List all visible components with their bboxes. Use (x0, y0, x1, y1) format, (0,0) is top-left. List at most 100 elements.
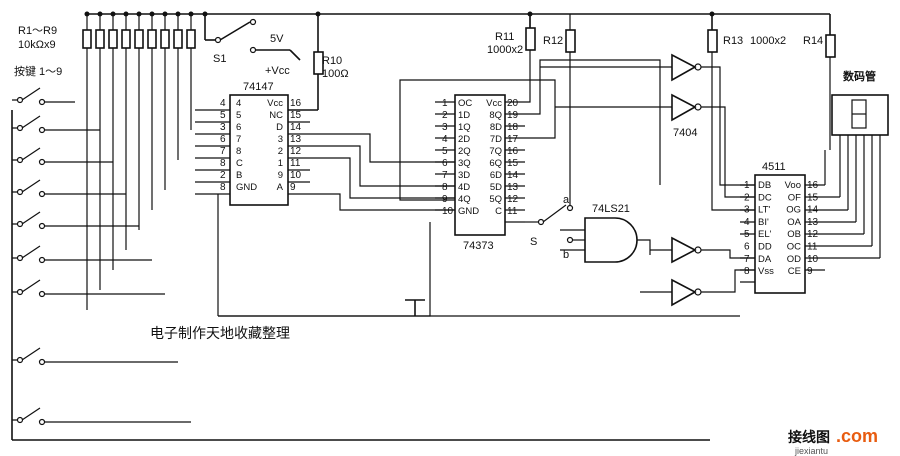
ic-74373-right-pin-label: 5Q (489, 194, 502, 205)
ic-74147-left-pin-number: 4 (220, 98, 226, 109)
ic-74147-right-pin-number: 10 (290, 170, 302, 181)
ic-4511-left-pin-label: EL' (758, 229, 772, 240)
label-5v: 5V (270, 33, 284, 45)
resistor-bank-r1-r9 (82, 11, 715, 310)
label-r1-r9: R1～R9 (18, 25, 57, 37)
ic-74147-right-pin-number: 13 (290, 134, 302, 145)
label-r11-value: 1000x2 (487, 44, 523, 56)
labels: R1～R9 10kΩx9 按键 1～9 S1 5V +Vcc R10 100Ω … (14, 25, 876, 341)
ic-74373-left-pin-label: 2D (458, 134, 470, 145)
ic-4511-right-pin-number: 16 (807, 180, 819, 191)
ic-4511 (740, 135, 881, 294)
ic-74373-left-pin-label: 1Q (458, 122, 471, 133)
ic-74147-right-pin-number: 16 (290, 98, 302, 109)
ic-4511-left-pin-number: 4 (744, 217, 750, 228)
ic-74373-right-pin-label: 6D (490, 170, 502, 181)
logo-com: .com (836, 426, 878, 446)
ic-74373-right-pin-label: Vcc (486, 98, 502, 109)
ic-4511-right-pin-number: 15 (807, 192, 819, 203)
label-74373: 74373 (463, 240, 494, 252)
ic-74373-left-pin-number: 4 (442, 134, 448, 145)
ic-4511-left-pin-label: Vss (758, 266, 774, 277)
ic-74373-left-pin-number: 9 (442, 194, 448, 205)
ic-74373-left-pin-number: 3 (442, 122, 448, 133)
ic-74373-left-pin-label: 3D (458, 170, 470, 181)
ic-74147-right-pin-number: 12 (290, 146, 302, 157)
ic-4511-left-pin-label: DC (758, 192, 772, 203)
ic-74373-left-pin-number: 1 (442, 98, 448, 109)
label-s: S (530, 236, 537, 248)
label-r11: R11 (495, 31, 514, 43)
ic-4511-right-pin-number: 13 (807, 217, 819, 228)
logo-text: 接线图 (788, 429, 830, 445)
ic-4511-right-pin-number: 12 (807, 229, 819, 240)
label-b: b (563, 249, 569, 261)
inverters-7404 (540, 53, 755, 307)
ic-74147-left-pin-label: 5 (236, 110, 241, 121)
ic-4511-right-pin-label: OB (787, 229, 801, 240)
ic-74147-right-pin-number: 11 (290, 158, 301, 169)
ic-74373-left-pin-number: 6 (442, 158, 448, 169)
key-switches (11, 87, 710, 441)
ic-74373-right-pin-label: 6Q (489, 158, 502, 169)
ic-74147-left-pin-number: 6 (220, 134, 226, 145)
ic-74373-right-pin-number: 12 (507, 194, 519, 205)
ic-74147 (195, 94, 455, 316)
label-4511: 4511 (762, 161, 786, 173)
ic-4511-right-pin-number: 10 (807, 254, 819, 265)
ic-74373-right-pin-number: 19 (507, 110, 519, 121)
ic-74147-right-pin-label: D (276, 122, 283, 133)
label-r13-value: 1000x2 (750, 35, 786, 47)
ic-74373-right-pin-label: 5D (490, 182, 502, 193)
seven-segment-display (831, 94, 889, 136)
ic-74147-left-pin-label: C (236, 158, 243, 169)
ic-74147-left-pin-number: 7 (220, 146, 226, 157)
ic-74147-right-pin-number: 14 (290, 122, 302, 133)
switch-s1 (205, 18, 301, 61)
ic-74373-right-pin-label: 7Q (489, 146, 502, 157)
ic-74373-left-pin-label: 1D (458, 110, 470, 121)
ic-74147-right-pin-number: 9 (290, 182, 296, 193)
ic-74147-left-pin-label: 4 (236, 98, 241, 109)
ic-74373-left-pin-label: OC (458, 98, 472, 109)
ic-4511-left-pin-number: 3 (744, 205, 750, 216)
label-r12: R12 (543, 35, 563, 47)
site-logo: 接线图 .com jiexiantu (788, 426, 878, 456)
ic-74373-left-pin-number: 7 (442, 170, 448, 181)
logo-domain: jiexiantu (794, 446, 828, 456)
ic-74373-right-pin-number: 18 (507, 122, 519, 133)
ic-74373-left-pin-label: 3Q (458, 158, 471, 169)
ic-74147-right-pin-label: NC (269, 110, 283, 121)
ic-4511-right-pin-number: 11 (807, 242, 818, 253)
ic-74147-left-pin-number: 5 (220, 110, 226, 121)
ic-74373-right-pin-label: 8Q (489, 110, 502, 121)
label-74ls21: 74LS21 (592, 203, 630, 215)
ic-74373-right-pin-number: 20 (507, 98, 519, 109)
ic-4511-right-pin-label: Voo (785, 180, 801, 191)
ic-74147-right-pin-label: 9 (278, 170, 283, 181)
ic-4511-left-pin-number: 5 (744, 229, 750, 240)
label-s1: S1 (213, 53, 226, 65)
ic-74147-left-pin-number: 3 (220, 122, 226, 133)
watermark-text: 电子制作天地收藏整理 (150, 325, 290, 341)
ic-74373-left-pin-number: 2 (442, 110, 448, 121)
label-r10: R10 (322, 55, 342, 67)
ic-4511-left-pin-label: DB (758, 180, 771, 191)
label-r14: R14 (803, 35, 823, 47)
label-display: 数码管 (843, 69, 876, 83)
label-r13: R13 (723, 35, 743, 47)
label-7404: 7404 (673, 127, 697, 139)
switch-s (525, 204, 585, 244)
ic-74373-left-pin-number: 5 (442, 146, 448, 157)
ic-4511-right-pin-label: OD (787, 254, 801, 265)
ic-4511-right-pin-label: OA (787, 217, 801, 228)
resistor-r10 (288, 51, 324, 111)
ic-74373-left-pin-label: GND (458, 206, 479, 217)
ic-74147-left-pin-number: 8 (220, 182, 226, 193)
ic-74147-left-pin-label: 8 (236, 146, 241, 157)
ic-74373-left-pin-label: 4Q (458, 194, 471, 205)
ic-4511-right-pin-label: OG (786, 205, 801, 216)
ic-74147-left-pin-label: B (236, 170, 242, 181)
ic-4511-left-pin-number: 8 (744, 266, 750, 277)
